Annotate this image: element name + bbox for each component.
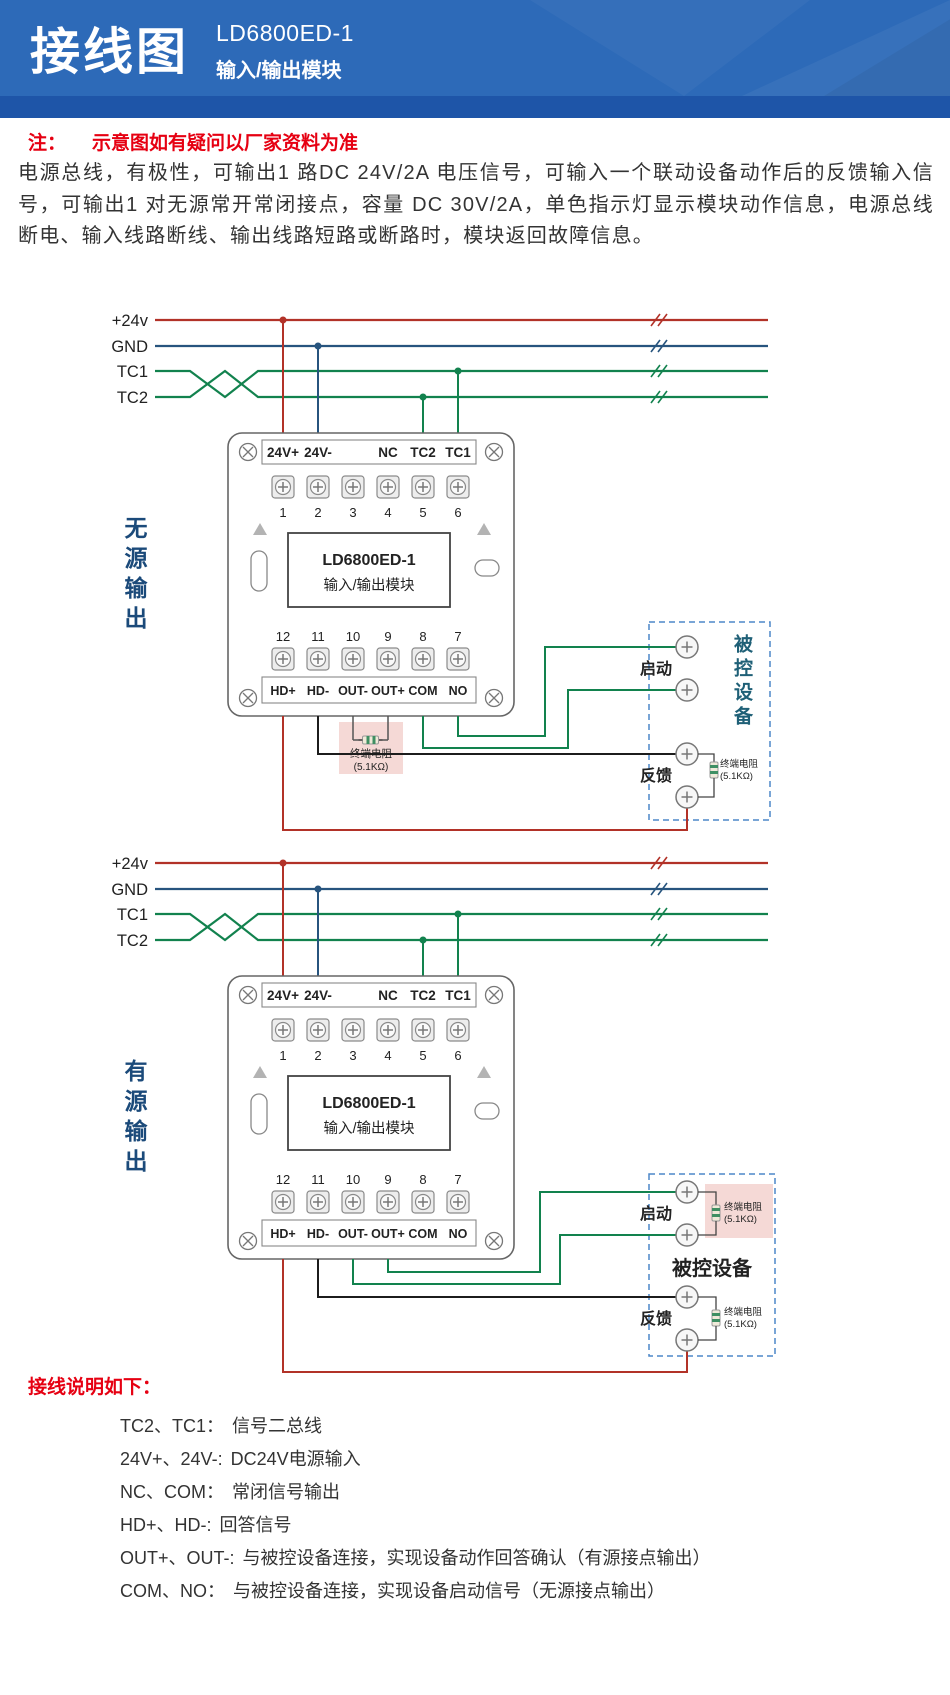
- header-subtitle-block: LD6800ED-1 输入/输出模块: [216, 20, 354, 83]
- device-terminal: [675, 1285, 699, 1309]
- legend-desc: DC24V电源输入: [230, 1449, 361, 1469]
- wiring-notes: 接线说明如下： TC2、TC1： 信号二总线 24V+、24V-: DC24V电源输…: [28, 1372, 711, 1608]
- wire-no-start: [457, 646, 676, 737]
- resistor-connector: [698, 1225, 717, 1236]
- legend-title: 接线说明如下：: [28, 1377, 162, 1398]
- legend-item: HD+、HD-: 回答信号: [120, 1509, 711, 1542]
- feedback-label: 反馈: [640, 1309, 672, 1328]
- legend-desc: 常闭信号输出: [232, 1482, 340, 1502]
- device-terminal: [675, 635, 699, 659]
- legend-item: OUT+、OUT-: 与被控设备连接，实现设备动作回答确认（有源接点输出）: [120, 1542, 711, 1575]
- header-decor-triangle: [530, 0, 810, 96]
- resistor-connector: [698, 1191, 717, 1201]
- controlled-device-label: 被控设备: [731, 634, 752, 730]
- device-terminal: [675, 678, 699, 702]
- device-terminal: [675, 1223, 699, 1247]
- legend-desc: 信号二总线: [232, 1416, 323, 1436]
- wire-hd-feedback-black: [317, 716, 676, 755]
- device-terminal: [675, 785, 699, 809]
- resistor-connector: [698, 782, 715, 798]
- note-text: 示意图如有疑问以厂家资料为准: [92, 133, 359, 154]
- start-label: 启动: [640, 659, 672, 678]
- legend-term: COM、NO：: [120, 1581, 225, 1601]
- wire-hd-feedback-red: [282, 1259, 688, 1373]
- resistor-value: (5.1KΩ): [724, 1214, 757, 1225]
- page-header: 接线图 LD6800ED-1 输入/输出模块: [0, 0, 950, 118]
- header-accent-strip: [0, 96, 950, 118]
- active-output-side-label: 有源输出: [121, 1059, 147, 1179]
- resistor-value: (5.1KΩ): [354, 762, 389, 773]
- wire-hd-feedback-black: [317, 1259, 676, 1298]
- controlled-device-box: [648, 1173, 776, 1357]
- resistor-connector: [698, 1296, 717, 1306]
- resistor-value: (5.1KΩ): [720, 771, 753, 782]
- resistor-value: (5.1KΩ): [724, 1319, 757, 1330]
- legend-term: NC、COM：: [120, 1482, 224, 1502]
- device-terminal: [675, 1180, 699, 1204]
- wire-hd-feedback-red: [282, 716, 688, 831]
- passive-output-side-label: 无源输出: [121, 516, 147, 636]
- note-prefix: 注：: [28, 133, 67, 154]
- device-terminal: [675, 1328, 699, 1352]
- diagram-passive-output: 终端电阻 (5.1KΩ) 启动 反馈 终端电阻 (5.1KΩ): [111, 312, 771, 831]
- terminal-resistor-icon: [711, 1305, 721, 1331]
- legend-item: TC2、TC1： 信号二总线: [120, 1410, 711, 1443]
- module-type-label: 输入/输出模块: [216, 60, 342, 82]
- bus-and-module: [111, 855, 768, 1259]
- legend-desc: 与被控设备连接，实现设备动作回答确认（有源接点输出）: [242, 1548, 711, 1568]
- resistor-name: 终端电阻: [724, 1201, 763, 1213]
- legend-desc: 与被控设备连接，实现设备启动信号（无源接点输出）: [233, 1581, 665, 1601]
- bus-and-module: [111, 312, 768, 716]
- controlled-device-label: 被控设备: [672, 1256, 753, 1280]
- resistor-name: 终端电阻: [724, 1306, 763, 1318]
- wire-com-start: [422, 689, 676, 749]
- page-title: 接线图: [30, 24, 189, 80]
- legend-desc: 回答信号: [219, 1515, 292, 1535]
- start-label: 启动: [640, 1204, 672, 1223]
- legend-term: OUT+、OUT-:: [120, 1548, 235, 1568]
- wiring-diagram-canvas: +24v GND TC1 TC2 24V+ 24V- NC: [0, 295, 776, 1373]
- terminal-resistor-icon: [709, 757, 719, 783]
- legend-term: 24V+、24V-:: [120, 1449, 223, 1469]
- module-description: 电源总线，有极性，可输出1 路DC 24V/2A 电压信号，可输入一个联动设备动…: [18, 162, 934, 247]
- legend-term: TC2、TC1：: [120, 1416, 225, 1436]
- legend-list: TC2、TC1： 信号二总线 24V+、24V-: DC24V电源输入 NC、COM…: [120, 1410, 711, 1608]
- terminal-resistor-icon: [711, 1200, 721, 1226]
- resistor-connector: [698, 1330, 717, 1341]
- terminal-resistor-icon: [357, 735, 384, 745]
- header-banner: 接线图 LD6800ED-1 输入/输出模块: [0, 0, 950, 96]
- resistor-connector: [698, 753, 715, 758]
- legend-item: NC、COM： 常闭信号输出: [120, 1476, 711, 1509]
- wire-out-minus-start: [352, 1234, 676, 1285]
- wire-out-plus-start: [387, 1191, 676, 1273]
- caution-note: 注： 示意图如有疑问以厂家资料为准: [28, 128, 358, 155]
- legend-item: COM、NO： 与被控设备连接，实现设备启动信号（无源接点输出）: [120, 1575, 711, 1608]
- device-terminal: [675, 742, 699, 766]
- legend-item: 24V+、24V-: DC24V电源输入: [120, 1443, 711, 1476]
- legend-term: HD+、HD-:: [120, 1515, 212, 1535]
- diagram-active-output: 启动 反馈 终端电阻 (5.1KΩ) 被控设备 终端电阻 (5.1KΩ): [111, 855, 776, 1373]
- feedback-label: 反馈: [640, 766, 672, 785]
- controlled-device-box: [648, 621, 771, 821]
- model-number: LD6800ED-1: [216, 20, 354, 46]
- resistor-highlight-box: [339, 722, 403, 774]
- resistor-name: 终端电阻: [720, 758, 759, 770]
